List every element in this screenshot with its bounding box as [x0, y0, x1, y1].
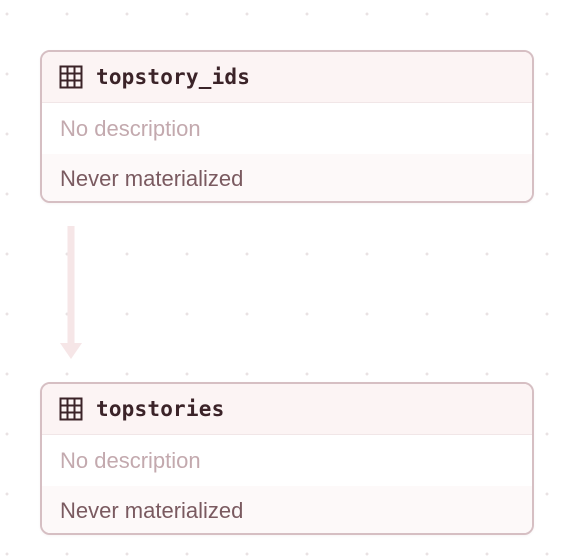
table-icon — [59, 65, 83, 89]
table-icon — [59, 397, 83, 421]
asset-node-status: Never materialized — [42, 486, 532, 533]
asset-node-title: topstories — [96, 397, 225, 421]
edge-arrowhead — [60, 343, 82, 359]
asset-node-header: topstory_ids — [42, 52, 532, 103]
asset-node-status: Never materialized — [42, 154, 532, 201]
asset-node-topstories[interactable]: topstories No description Never material… — [40, 382, 534, 535]
asset-node-title: topstory_ids — [96, 65, 251, 89]
asset-node-topstory-ids[interactable]: topstory_ids No description Never materi… — [40, 50, 534, 203]
asset-node-header: topstories — [42, 384, 532, 435]
asset-node-description: No description — [42, 435, 532, 486]
asset-node-description: No description — [42, 103, 532, 154]
